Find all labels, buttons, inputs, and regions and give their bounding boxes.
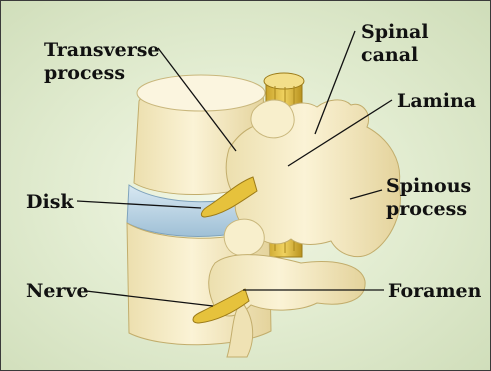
label-transverse-process-line1: Transverse — [44, 39, 160, 61]
label-lamina: Lamina — [397, 90, 476, 113]
posterior-elements — [209, 100, 401, 357]
label-disk: Disk — [26, 191, 74, 214]
label-spinal-canal-line1: Spinal — [361, 21, 429, 43]
label-transverse-process-line2: process — [44, 62, 125, 84]
label-foramen: Foramen — [388, 280, 481, 303]
label-spinous-process-line2: process — [386, 198, 467, 220]
label-nerve: Nerve — [26, 280, 89, 303]
label-spinous-process-line1: Spinous — [386, 175, 471, 197]
label-spinal-canal-line2: canal — [361, 44, 418, 66]
